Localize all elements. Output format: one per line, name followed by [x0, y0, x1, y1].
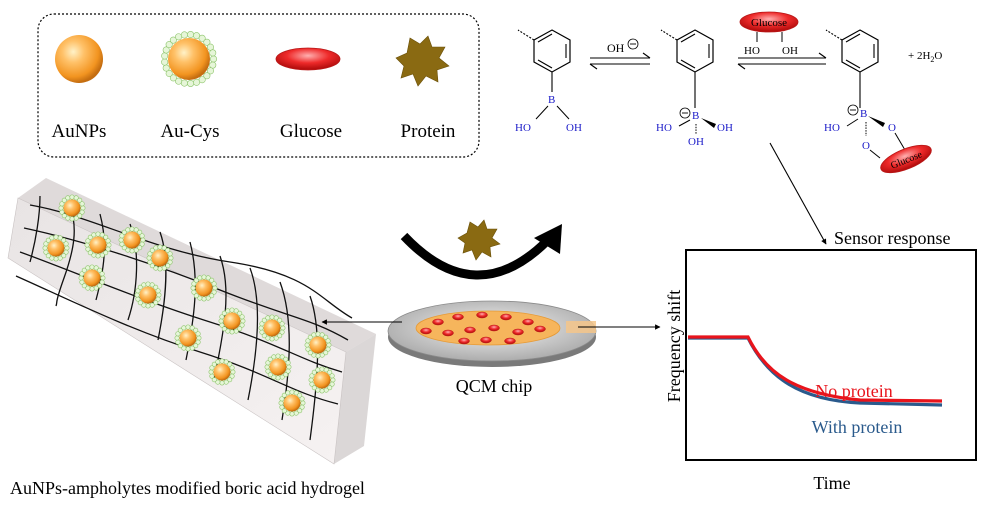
label-with-protein: With protein — [812, 417, 903, 437]
legend-label-aunps: AuNPs — [52, 121, 107, 142]
au-cys-particle — [78, 264, 106, 292]
au-cys-legend-icon — [161, 31, 218, 87]
aunp-legend-icon — [55, 35, 103, 83]
boronate-anion: B HO OH OH — [656, 29, 733, 148]
au-cys-particle — [146, 244, 174, 272]
protein-legend-icon — [395, 35, 450, 87]
glucose-reagent-icon — [739, 11, 799, 33]
curved-arrow-head — [534, 224, 562, 254]
au-cys-particle — [304, 331, 332, 359]
hydroxide-label: OH — [607, 41, 625, 55]
hydrogel-block — [7, 178, 376, 465]
au-cys-particle — [84, 231, 112, 259]
au-cys-particle — [161, 31, 218, 87]
svg-text:OH: OH — [566, 122, 582, 134]
sensor-response-title: Sensor response — [834, 228, 950, 248]
svg-text:B: B — [860, 108, 867, 120]
plot-frame — [685, 249, 977, 461]
equilibrium-arrow-2: Glucose HO OH — [737, 11, 827, 70]
au-cys-particle — [278, 389, 306, 417]
au-cys-particle — [190, 274, 218, 302]
au-cys-particle — [308, 366, 336, 394]
chip-glucose-dots — [420, 311, 546, 345]
au-cys-particle — [208, 358, 236, 386]
protein-icon — [457, 219, 501, 261]
legend-label-au-cys: Au-Cys — [160, 121, 219, 142]
curved-arrow-body — [400, 232, 552, 280]
protein-cycle — [400, 219, 562, 280]
plot-xlabel: Time — [813, 473, 850, 493]
sensor-response-plot: Sensor response Frequency shift Time No … — [664, 228, 977, 493]
legend-border — [37, 13, 480, 158]
hydrogel-caption: AuNPs-ampholytes modified boric acid hyd… — [10, 478, 365, 498]
water-product: + 2H2O — [908, 50, 942, 64]
svg-text:OH: OH — [782, 45, 798, 57]
legend-box: AuNPs Au-Cys Glucose Protein — [37, 13, 480, 158]
hydrogel-particles — [42, 194, 336, 417]
svg-text:HO: HO — [656, 122, 672, 134]
svg-text:B: B — [692, 110, 699, 122]
au-cys-particle — [258, 314, 286, 342]
plot-ylabel: Frequency shift — [664, 290, 684, 402]
glucose-boronate-ester: B HO O O Glucose + 2H2O — [824, 29, 942, 174]
phenylboronic-acid: B HO OH — [515, 29, 582, 134]
svg-text:Glucose: Glucose — [751, 17, 787, 29]
bound-glucose-icon — [880, 144, 932, 174]
svg-text:B: B — [548, 94, 555, 106]
qcm-chip: QCM chip — [387, 300, 597, 396]
au-cys-particle — [42, 234, 70, 262]
curve-no-protein — [688, 335, 943, 403]
au-cys-particle — [174, 324, 202, 352]
chip-label: QCM chip — [456, 376, 533, 396]
au-cys-particle — [264, 353, 292, 381]
svg-text:HO: HO — [515, 122, 531, 134]
reaction-scheme: B HO OH OH B — [515, 11, 942, 245]
svg-text:HO: HO — [824, 122, 840, 134]
svg-text:O: O — [888, 122, 896, 134]
legend-label-glucose: Glucose — [280, 121, 342, 142]
svg-text:OH: OH — [688, 136, 704, 148]
reaction-to-response-arrow — [769, 142, 827, 245]
equilibrium-arrow-1: OH — [589, 38, 651, 70]
label-no-protein: No protein — [815, 381, 892, 401]
au-cys-particle — [218, 307, 246, 335]
au-cys-particle — [118, 226, 146, 254]
au-cys-particle — [134, 281, 162, 309]
svg-text:OH: OH — [717, 122, 733, 134]
svg-text:HO: HO — [744, 45, 760, 57]
glucose-legend-icon — [275, 47, 341, 71]
legend-label-protein: Protein — [401, 121, 456, 142]
au-cys-particle — [58, 194, 86, 222]
svg-text:O: O — [862, 140, 870, 152]
